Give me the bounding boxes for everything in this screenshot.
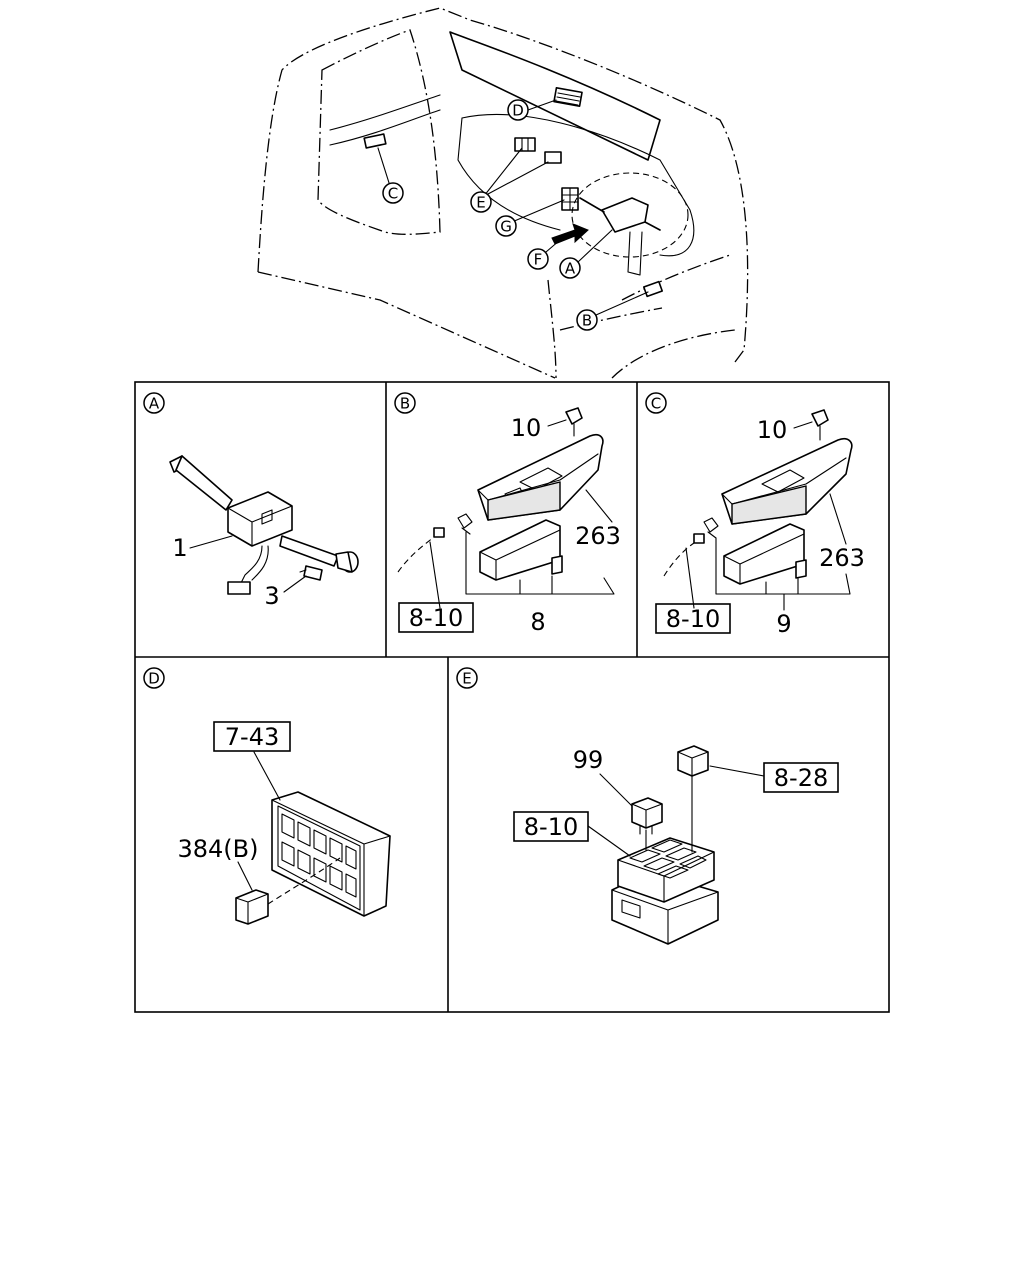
svg-text:F: F: [534, 251, 543, 269]
dash-switch-1: [514, 137, 536, 152]
svg-text:8-10: 8-10: [409, 604, 463, 632]
part-number-99: 99: [573, 746, 604, 774]
right-door-switch: [642, 280, 664, 298]
switch-panel-grid: [235, 791, 391, 925]
callout-G: G: [495, 215, 517, 237]
svg-text:8-28: 8-28: [774, 764, 828, 792]
power-window-switch-C: [663, 409, 853, 585]
combination-switch: [169, 455, 359, 595]
callout-F: F: [527, 248, 549, 270]
left-door: [317, 29, 441, 235]
part-number-263-B: 263: [575, 522, 621, 550]
callout-E: E: [470, 191, 492, 213]
vehicle-pillar-line: [611, 329, 736, 379]
dashboard-vent: [553, 87, 583, 107]
ref-box-8-10-C: 8-10: [655, 603, 731, 634]
panel-B: B 10 263 8: [394, 392, 621, 636]
vehicle-body-outline: [257, 7, 749, 363]
svg-text:A: A: [565, 260, 576, 278]
svg-text:A: A: [149, 395, 160, 413]
panel-E: E 9: [456, 667, 839, 945]
dash-switch-2: [544, 151, 562, 164]
relay-8-28: [677, 745, 709, 777]
svg-text:G: G: [500, 218, 512, 236]
svg-text:E: E: [476, 194, 485, 212]
svg-text:C: C: [388, 185, 398, 203]
dashboard-lower: [457, 117, 561, 231]
relay-99: [631, 797, 663, 835]
vehicle-sill-line: [559, 307, 663, 331]
svg-text:B: B: [400, 395, 410, 413]
vehicle-inner-line: [621, 254, 731, 301]
ref-box-8-10-E: 8-10: [513, 811, 589, 842]
svg-text:8-10: 8-10: [666, 605, 720, 633]
dashboard-top: [449, 31, 661, 161]
part-number-263-C: 263: [819, 544, 865, 572]
vehicle-floor-line: [547, 279, 557, 379]
svg-text:7-43: 7-43: [225, 723, 279, 751]
svg-text:E: E: [462, 670, 471, 688]
steering-column-shroud: [571, 172, 689, 258]
vehicle-roof-line: [257, 271, 556, 379]
callout-B: B: [576, 309, 598, 331]
panel-E-tag: E: [456, 667, 478, 689]
ref-box-7-43: 7-43: [213, 721, 291, 752]
svg-text:D: D: [148, 670, 160, 688]
svg-text:D: D: [512, 102, 524, 120]
part-number-1: 1: [172, 534, 187, 562]
power-window-switch-B: [397, 407, 604, 581]
left-door-switch: [363, 133, 387, 149]
panel-A-tag: A: [143, 392, 165, 414]
callout-A: A: [559, 257, 581, 279]
part-number-3: 3: [264, 582, 279, 610]
panel-B-tag: B: [394, 392, 416, 414]
callout-C: C: [382, 182, 404, 204]
part-number-8: 8: [530, 608, 545, 636]
panel-C: C 10 263 9 8-10: [645, 392, 865, 638]
part-number-384B: 384(B): [178, 835, 259, 863]
part-number-10-C: 10: [757, 416, 788, 444]
ref-box-8-10-B: 8-10: [398, 602, 474, 633]
svg-text:8-10: 8-10: [524, 813, 578, 841]
ref-box-8-28: 8-28: [763, 762, 839, 793]
callout-D: D: [507, 99, 529, 121]
view-arrow: [551, 223, 589, 245]
svg-text:B: B: [582, 312, 592, 330]
panel-A: A 1 3: [143, 392, 359, 610]
svg-text:C: C: [651, 395, 661, 413]
part-number-10-B: 10: [511, 414, 542, 442]
panel-C-tag: C: [645, 392, 667, 414]
part-number-9: 9: [776, 610, 791, 638]
relay-box: [611, 837, 719, 945]
vehicle-overview: D C E G F A B: [257, 7, 749, 379]
panel-grid: [134, 381, 890, 1013]
combination-switch-overview: [601, 197, 649, 233]
panel-D-tag: D: [143, 667, 165, 689]
panel-D: D: [143, 667, 391, 925]
left-door-armrest: [329, 94, 441, 146]
